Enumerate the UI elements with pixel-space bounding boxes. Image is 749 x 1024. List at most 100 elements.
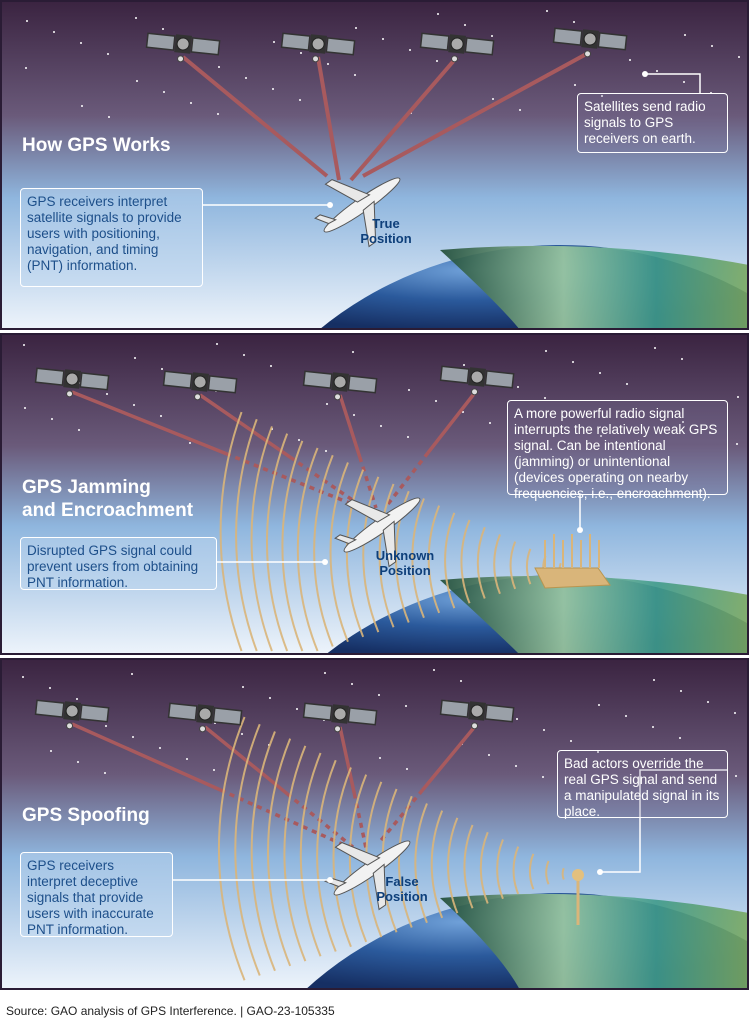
star xyxy=(629,59,631,61)
star xyxy=(26,20,28,22)
star xyxy=(709,432,711,434)
satellite-icon xyxy=(302,370,378,401)
star xyxy=(213,769,215,771)
satellite-antenna xyxy=(584,50,592,58)
star xyxy=(516,718,518,720)
solar-panel xyxy=(280,32,311,51)
interference-wave xyxy=(281,440,304,652)
interference-wave xyxy=(234,723,261,976)
tail xyxy=(334,534,357,545)
interference-wave xyxy=(463,824,474,909)
solar-panel xyxy=(34,699,65,718)
antenna-head xyxy=(572,869,584,881)
satellite-dish xyxy=(311,37,325,51)
star xyxy=(25,67,27,69)
solar-panel xyxy=(190,37,221,56)
star xyxy=(382,38,384,40)
label-line: False xyxy=(385,874,419,889)
solar-panel xyxy=(484,370,515,389)
gps-signal xyxy=(71,390,227,456)
panel-border xyxy=(0,333,749,655)
gps-signal xyxy=(71,722,222,792)
star xyxy=(104,772,106,774)
star xyxy=(160,415,162,417)
star xyxy=(515,765,517,767)
star xyxy=(327,63,329,65)
panel-3-spoofing-callout: Bad actors override the real GPS signal … xyxy=(557,750,728,819)
star xyxy=(407,436,409,438)
star xyxy=(216,343,218,345)
solar-panel xyxy=(347,707,378,726)
gps-signal xyxy=(426,388,479,454)
star xyxy=(626,383,628,385)
interference-wave xyxy=(299,752,322,957)
disrupted-gps-signal xyxy=(386,451,430,506)
star xyxy=(23,344,25,346)
interference-wave xyxy=(235,418,258,652)
star xyxy=(598,704,600,706)
landmass xyxy=(440,893,749,990)
satellite-antenna xyxy=(66,722,74,730)
panel-1 xyxy=(0,0,749,330)
satellite-dish xyxy=(333,707,347,721)
star xyxy=(379,757,381,759)
satellite-dish xyxy=(470,704,484,718)
interference-wave xyxy=(525,548,532,585)
star xyxy=(599,372,601,374)
star xyxy=(50,750,52,752)
panel-content xyxy=(0,9,749,330)
star xyxy=(735,775,737,777)
gps-signal xyxy=(362,50,591,178)
gps-signal xyxy=(338,726,357,794)
star xyxy=(574,84,576,86)
panel-2-jamming-callout: A more powerful radio signal interrupts … xyxy=(507,400,728,501)
satellite-antenna xyxy=(66,390,74,398)
star xyxy=(186,758,188,760)
gps-signal xyxy=(199,393,292,459)
star xyxy=(107,53,109,55)
star xyxy=(378,694,380,696)
star xyxy=(460,680,462,682)
gps-signal xyxy=(338,394,362,458)
star xyxy=(433,669,435,671)
star xyxy=(159,747,161,749)
star xyxy=(299,99,301,101)
interference-wave xyxy=(545,860,550,885)
label-line: Position xyxy=(376,889,428,904)
gps-signal xyxy=(181,55,329,178)
interference-wave xyxy=(561,867,565,880)
satellite-icon xyxy=(34,367,110,398)
satellite-antenna xyxy=(194,393,202,401)
star xyxy=(354,74,356,76)
star xyxy=(353,414,355,416)
star xyxy=(488,754,490,756)
satellite-icon xyxy=(280,32,356,63)
star xyxy=(272,88,274,90)
solar-panel xyxy=(212,707,243,726)
star xyxy=(325,450,327,452)
disrupted-gps-signal xyxy=(225,451,353,506)
satellite-icon xyxy=(167,702,243,733)
interference-wave xyxy=(265,433,289,652)
star xyxy=(462,411,464,413)
satellite-antenna xyxy=(334,725,342,733)
satellite-dish xyxy=(333,375,347,389)
satellite-antenna xyxy=(451,55,459,63)
star xyxy=(545,350,547,352)
star xyxy=(628,106,630,108)
star xyxy=(464,24,466,26)
star xyxy=(242,686,244,688)
label-line: Position xyxy=(360,231,412,246)
callout-dot xyxy=(597,869,603,875)
star xyxy=(77,761,79,763)
solar-panel xyxy=(79,372,110,391)
star xyxy=(270,365,272,367)
interference-wave xyxy=(512,846,520,895)
spoofing-antenna-icon xyxy=(572,869,584,925)
